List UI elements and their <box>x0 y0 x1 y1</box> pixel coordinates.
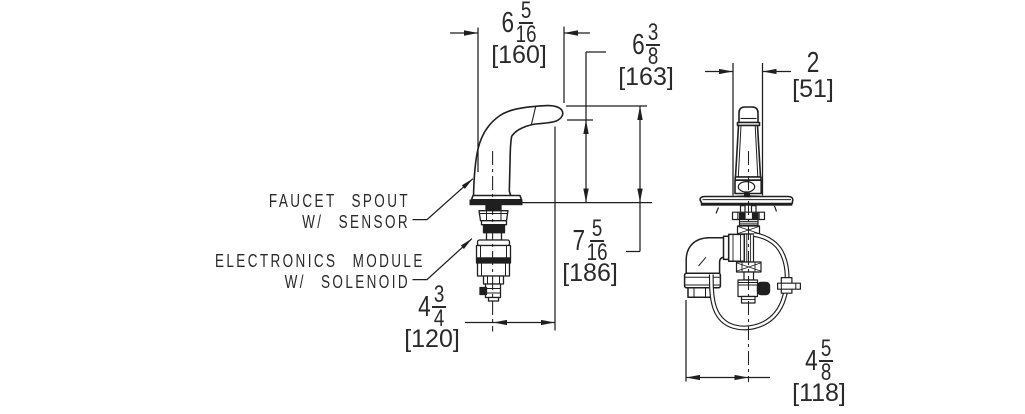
dim-overall-height-mm: [186] <box>562 259 618 287</box>
label-faucet-spout-line2: W/ SENSOR <box>302 212 410 232</box>
dimension-arrowheads <box>464 30 777 381</box>
spout-side-view <box>469 104 564 206</box>
dim-center-to-outlet-numerator: 3 <box>432 281 446 308</box>
dim-center-to-outlet-mm: [120] <box>404 325 460 353</box>
dim-spout-reach-denominator: 16 <box>515 21 537 48</box>
dim-body-width: 2 [51] <box>773 47 853 103</box>
center-lines <box>492 151 750 382</box>
dim-spout-reach-numerator: 5 <box>519 0 533 24</box>
solenoid-elbow-front-view <box>683 233 746 298</box>
dim-outlet-height-whole: 6 <box>632 29 645 61</box>
electronics-module-side-view <box>475 204 512 302</box>
dim-module-offset-whole: 4 <box>805 345 818 377</box>
dim-body-width-mm: [51] <box>792 75 834 103</box>
dim-outlet-height-numerator: 3 <box>646 19 660 46</box>
dim-spout-reach-whole: 6 <box>501 7 515 39</box>
supply-hose <box>708 232 790 331</box>
dim-body-width-whole: 2 <box>806 47 820 79</box>
hose-inline-fitting <box>776 277 801 294</box>
dim-overall-height-numerator: 5 <box>590 215 604 242</box>
dim-spout-reach-mm: [160] <box>491 41 547 69</box>
dim-outlet-height-mm: [163] <box>618 63 674 91</box>
dim-module-offset-numerator: 5 <box>819 335 833 362</box>
dim-module-offset-denominator: 8 <box>820 359 832 386</box>
dim-center-to-outlet-denominator: 4 <box>433 305 445 332</box>
label-leaders <box>412 178 474 281</box>
label-electronics-module: ELECTRONICS MODULE W/ SOLENOID <box>215 251 425 293</box>
label-electronics-module-line2: W/ SOLENOID <box>284 272 410 292</box>
label-faucet-spout: FAUCET SPOUT W/ SENSOR <box>245 191 410 233</box>
leader-arrowheads <box>460 178 473 249</box>
dim-overall-height-denominator: 16 <box>586 239 608 266</box>
dim-outlet-height-denominator: 8 <box>647 43 659 70</box>
dim-overall-height-whole: 7 <box>572 225 586 257</box>
label-faucet-spout-line1: FAUCET SPOUT <box>268 191 410 211</box>
faucet-front-view <box>699 106 794 214</box>
dim-center-to-outlet-whole: 4 <box>418 291 431 323</box>
label-electronics-module-line1: ELECTRONICS MODULE <box>215 251 425 271</box>
dim-module-offset-mm: [118] <box>792 379 846 407</box>
